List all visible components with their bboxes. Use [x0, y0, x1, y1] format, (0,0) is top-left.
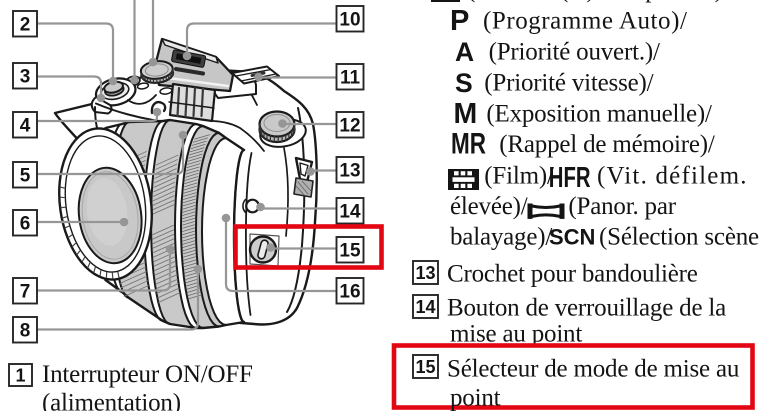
- svg-text:(Vit. défilem.: (Vit. défilem.: [597, 163, 748, 190]
- svg-text:mise au point: mise au point: [450, 321, 582, 348]
- svg-text:élevée)/: élevée)/: [450, 193, 528, 220]
- svg-text:7: 7: [20, 282, 31, 303]
- svg-text:HFR: HFR: [549, 162, 591, 194]
- svg-text:(Exposition manuelle)/: (Exposition manuelle)/: [486, 101, 712, 128]
- svg-text:14: 14: [339, 202, 361, 223]
- svg-text:(Auto supérieur)/: (Auto supérieur)/: [560, 0, 730, 3]
- svg-text:8: 8: [20, 321, 31, 342]
- svg-text:point: point: [450, 384, 501, 411]
- svg-text:(Priorité vitesse)/: (Priorité vitesse)/: [484, 70, 653, 97]
- svg-text:(Sélection scène: (Sélection scène: [599, 224, 759, 251]
- svg-text:1: 1: [15, 366, 25, 386]
- svg-text:Bouton de verrouillage de la: Bouton de verrouillage de la: [447, 295, 726, 322]
- svg-text:balayage)/: balayage)/: [450, 224, 552, 251]
- svg-text:(Rappel de mémoire)/: (Rappel de mémoire)/: [499, 131, 715, 158]
- svg-text:16: 16: [339, 282, 360, 303]
- svg-text:Sélecteur de mode de mise au: Sélecteur de mode de mise au: [447, 355, 740, 382]
- svg-text:15: 15: [415, 357, 435, 377]
- svg-text:5: 5: [20, 166, 31, 187]
- svg-text:Crochet pour bandoulière: Crochet pour bandoulière: [447, 261, 698, 288]
- svg-text:14: 14: [415, 297, 435, 317]
- svg-text:(Panor. par: (Panor. par: [568, 193, 676, 220]
- svg-text:13: 13: [339, 161, 360, 182]
- svg-text:10: 10: [339, 10, 360, 31]
- svg-text:SCN: SCN: [549, 225, 595, 250]
- svg-text:S: S: [455, 68, 473, 98]
- svg-text:MR: MR: [451, 126, 486, 160]
- svg-text:(Programme Auto)/: (Programme Auto)/: [483, 8, 687, 35]
- svg-text:(Priorité ouvert.)/: (Priorité ouvert.)/: [489, 39, 660, 66]
- svg-text:Interrupteur ON/OFF: Interrupteur ON/OFF: [42, 361, 253, 388]
- svg-text:3: 3: [20, 67, 31, 88]
- svg-text:6: 6: [20, 214, 31, 235]
- svg-text:4: 4: [20, 116, 31, 137]
- svg-text:13: 13: [415, 263, 435, 283]
- svg-text:(Mode Auto)/: (Mode Auto)/: [467, 0, 602, 3]
- svg-text:11: 11: [340, 68, 361, 89]
- svg-text:A: A: [455, 37, 474, 67]
- svg-text:15: 15: [339, 241, 361, 262]
- svg-text:12: 12: [339, 116, 360, 137]
- svg-text:2: 2: [20, 15, 31, 36]
- svg-text:(alimentation): (alimentation): [42, 390, 181, 411]
- svg-text:(Film)/: (Film)/: [484, 163, 554, 190]
- svg-text:M: M: [454, 98, 478, 130]
- svg-text:P: P: [450, 5, 469, 37]
